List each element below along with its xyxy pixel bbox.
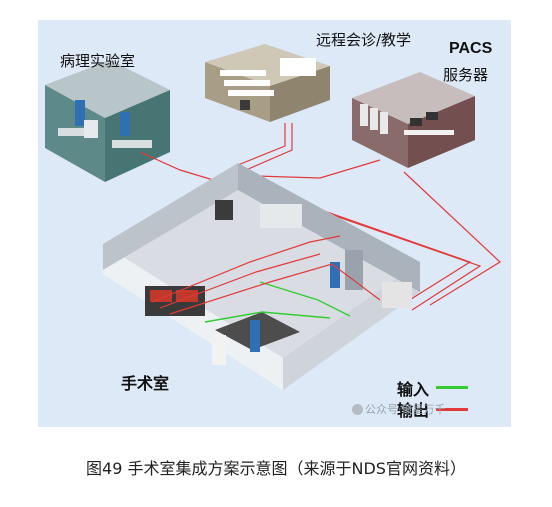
pathology-lab-label: 病理实验室 [60,52,136,70]
watermark: 公众号·聚星万千 [352,401,446,417]
remote-consult-room [205,44,330,122]
input-links [204,281,351,323]
server-label: 服务器 [443,66,489,84]
legend-output-line [436,408,468,411]
legend-input-label: 输入 [397,380,430,399]
watermark-text: 公众号·聚星万千 [365,403,446,416]
operating-room-label: 手术室 [121,374,170,393]
operating-room [103,163,420,390]
figure-caption: 图49 手术室集成方案示意图（来源于NDS官网资料） [86,459,466,478]
or-output-links [151,235,381,315]
remote-consult-label: 远程会诊/教学 [316,31,412,49]
wechat-icon [352,404,363,415]
pacs-label: PACS [449,40,493,57]
pathology-lab-room [45,60,170,182]
legend-output-label: 输出 [397,401,430,420]
pacs-server-room [352,72,475,168]
legend-input-line [436,386,468,389]
